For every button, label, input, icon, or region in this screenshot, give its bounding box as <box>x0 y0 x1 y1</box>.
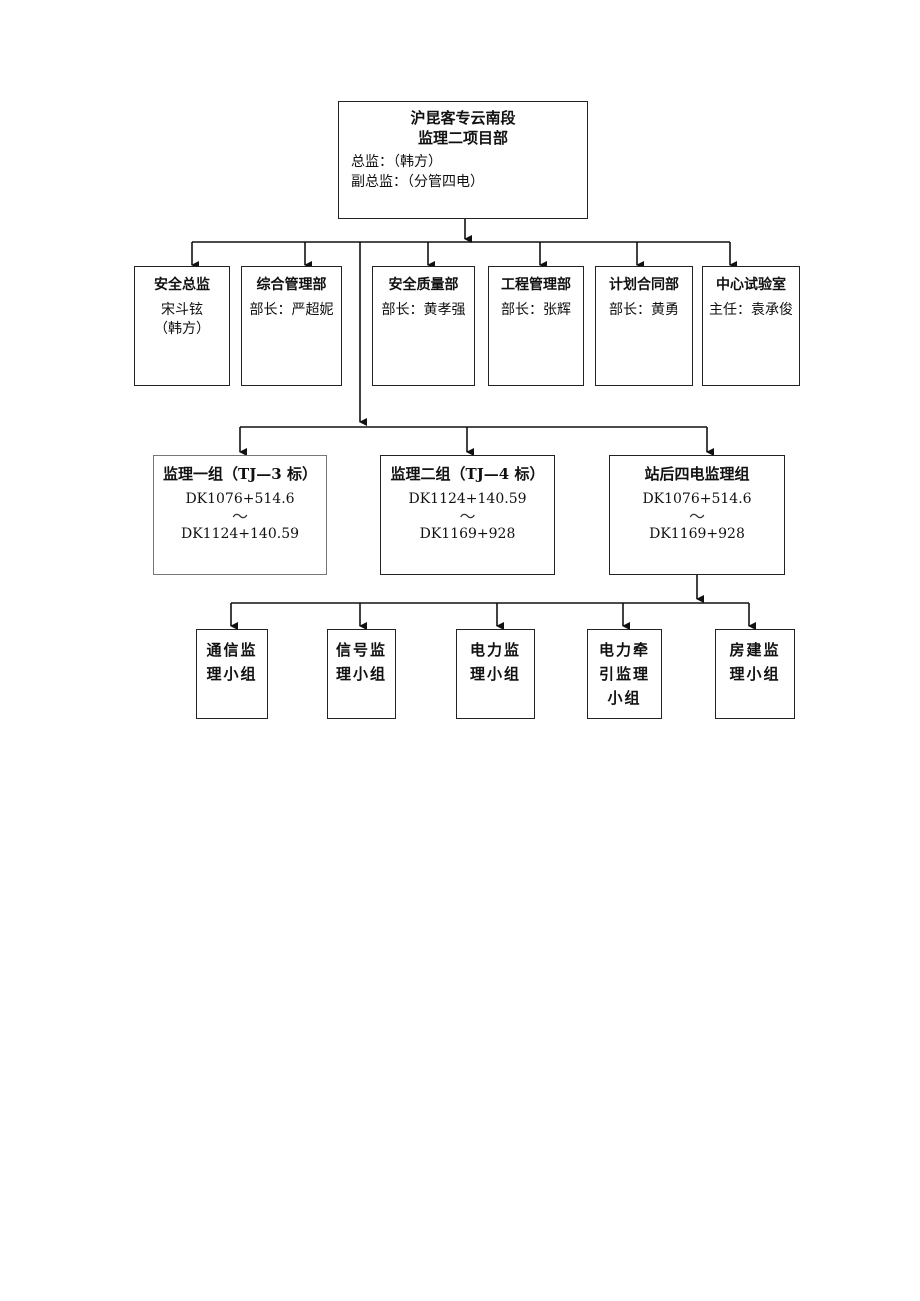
dept-head: 部长：严超妮 <box>249 302 334 318</box>
group-mileage-to: DK1124+140.59 <box>180 526 300 542</box>
group-mileage-to: DK1169+928 <box>419 526 516 542</box>
dept-title: 工程管理部 <box>501 277 571 293</box>
group-title: 监理二组（TJ—4 标） <box>390 465 545 483</box>
dept-head: 主任：袁承俊 <box>709 302 793 318</box>
subgroup-node-communication: 通信监理小组 <box>196 629 268 719</box>
subgroup-title: 电力牵引监理小组 <box>598 641 650 707</box>
dept-title: 中心试验室 <box>716 277 786 293</box>
root-chief-line: 总监：（韩方） <box>351 154 442 170</box>
root-deputy-line: 副总监：（分管四电） <box>351 174 484 190</box>
subgroup-node-traction-power: 电力牵引监理小组 <box>587 629 662 719</box>
dept-title: 综合管理部 <box>256 277 327 293</box>
root-title-1: 沪昆客专云南段 <box>410 109 516 127</box>
group-mileage-to: DK1169+928 <box>649 526 745 542</box>
dept-head: 部长：黄孝强 <box>381 302 466 318</box>
subgroup-node-building: 房建监理小组 <box>715 629 795 719</box>
dept-node-general-admin: 综合管理部 部长：严超妮 <box>241 266 342 386</box>
dept-node-safety-quality: 安全质量部 部长：黄孝强 <box>372 266 475 386</box>
subgroup-title: 电力监理小组 <box>469 641 521 683</box>
group-mileage-from: DK1124+140.59 <box>408 491 527 507</box>
subgroup-title: 通信监理小组 <box>206 641 258 683</box>
group-mileage-from: DK1076+514.6 <box>642 491 752 507</box>
subgroup-node-signal: 信号监理小组 <box>327 629 396 719</box>
dept-node-central-lab: 中心试验室 主任：袁承俊 <box>702 266 800 386</box>
dept-person: 宋斗铉 <box>161 302 203 318</box>
subgroup-title: 房建监理小组 <box>729 641 781 683</box>
subgroup-node-power: 电力监理小组 <box>456 629 535 719</box>
group-mileage-tilde: ～ <box>231 507 248 526</box>
group-node-1: 监理一组（TJ—3 标） DK1076+514.6 ～ DK1124+140.5… <box>153 455 327 575</box>
dept-node-planning-contract: 计划合同部 部长：黄勇 <box>595 266 693 386</box>
dept-person-note: （韩方） <box>154 321 210 337</box>
dept-node-engineering: 工程管理部 部长：张辉 <box>488 266 584 386</box>
root-title-2: 监理二项目部 <box>417 129 508 147</box>
group-title: 监理一组（TJ—3 标） <box>163 465 317 483</box>
group-node-2: 监理二组（TJ—4 标） DK1124+140.59 ～ DK1169+928 <box>380 455 555 575</box>
dept-title: 安全总监 <box>154 277 210 293</box>
group-mileage-tilde: ～ <box>688 507 705 526</box>
dept-title: 计划合同部 <box>609 277 679 293</box>
group-title: 站后四电监理组 <box>644 465 750 483</box>
subgroup-title: 信号监理小组 <box>335 641 387 683</box>
group-node-3: 站后四电监理组 DK1076+514.6 ～ DK1169+928 <box>609 455 785 575</box>
root-node: 沪昆客专云南段 监理二项目部 总监：（韩方） 副总监：（分管四电） <box>338 101 588 219</box>
dept-title: 安全质量部 <box>388 277 459 293</box>
dept-node-safety-director: 安全总监 宋斗铉 （韩方） <box>134 266 230 386</box>
dept-head: 部长：张辉 <box>501 302 571 318</box>
group-mileage-from: DK1076+514.6 <box>185 491 295 507</box>
dept-head: 部长：黄勇 <box>609 302 679 318</box>
group-mileage-tilde: ～ <box>459 507 476 526</box>
